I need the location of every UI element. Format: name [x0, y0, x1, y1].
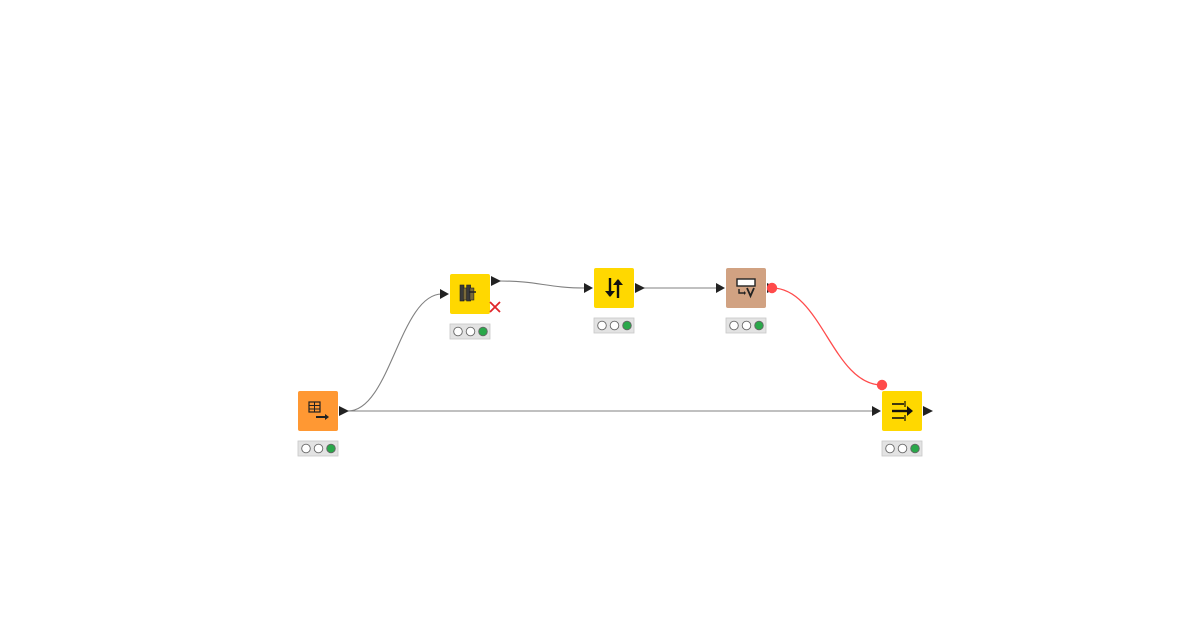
- status-light-off-icon: [465, 326, 476, 337]
- node-3[interactable]: [584, 268, 645, 334]
- status-light-off-icon: [313, 443, 324, 454]
- node-1-body[interactable]: [298, 391, 338, 431]
- node-4[interactable]: [716, 268, 778, 334]
- status-light-off-icon: [597, 320, 607, 331]
- status-light-off-icon: [609, 320, 620, 331]
- status-light-off-icon: [301, 443, 311, 454]
- connection-node-1-node-2[interactable]: [347, 293, 443, 412]
- status-light-green-icon: [326, 443, 336, 454]
- node-5-status-bar: [881, 440, 923, 457]
- node-2[interactable]: [440, 274, 501, 340]
- sorter-icon: [605, 278, 623, 298]
- node-3-body[interactable]: [594, 268, 634, 308]
- node-2-status-bar: [449, 323, 491, 340]
- column-appender-icon: [892, 401, 913, 421]
- append-arrow-head: [907, 406, 913, 416]
- node-4-status-bar: [725, 317, 767, 334]
- column-glyph: [469, 287, 475, 301]
- status-light-green-icon: [478, 326, 488, 337]
- connection-node-4-node-5[interactable]: [771, 287, 883, 386]
- connection-node-2-node-3[interactable]: [499, 280, 587, 289]
- node-5[interactable]: [872, 379, 933, 457]
- status-light-green-icon: [622, 320, 632, 331]
- node-5-output-port[interactable]: [923, 406, 933, 416]
- table-creator-icon: [308, 401, 329, 420]
- row-arrow: [738, 289, 745, 294]
- variable-v-glyph: [746, 287, 755, 299]
- node-1-output-port[interactable]: [339, 406, 349, 416]
- node-1[interactable]: [297, 391, 349, 457]
- node-4-flow-variable-output-port[interactable]: [766, 282, 778, 294]
- status-light-green-icon: [910, 443, 920, 454]
- status-light-off-icon: [741, 320, 752, 331]
- node-3-output-port[interactable]: [635, 283, 645, 293]
- node-3-status-bar: [593, 317, 635, 334]
- status-light-green-icon: [754, 320, 764, 331]
- sort-down-head: [605, 291, 615, 297]
- row-arrow-head: [744, 291, 746, 295]
- node-3-input-port[interactable]: [584, 283, 593, 293]
- node-4-body[interactable]: [726, 268, 766, 308]
- node-2-output-port[interactable]: [491, 276, 501, 286]
- node-2-input-port[interactable]: [440, 289, 449, 299]
- error-x-icon: [489, 301, 501, 313]
- status-light-off-icon: [885, 443, 895, 454]
- status-light-off-icon: [729, 320, 739, 331]
- table-row-to-variable-icon: [736, 278, 756, 299]
- node-5-flow-variable-input-port[interactable]: [876, 379, 888, 391]
- arrow-head: [325, 414, 329, 420]
- row-glyph: [736, 278, 756, 287]
- nodes-layer: [297, 268, 933, 457]
- column-filter-icon: [459, 284, 476, 302]
- status-light-off-icon: [453, 326, 463, 337]
- connections-layer: [347, 280, 883, 412]
- node-1-status-bar: [297, 440, 339, 457]
- node-5-input-port[interactable]: [872, 406, 881, 416]
- node-4-input-port[interactable]: [716, 283, 725, 293]
- sort-up-head: [613, 279, 623, 285]
- status-light-off-icon: [897, 443, 908, 454]
